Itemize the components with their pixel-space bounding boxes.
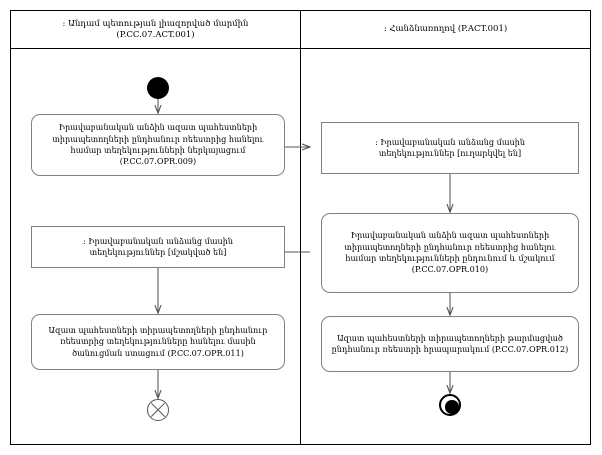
node-text-line: ռեեստրից տեղեկությունները հանելու մասին <box>60 336 256 347</box>
node-text-line: համար տեղեկությունների ներկայացում <box>70 145 246 155</box>
swimlane-left-title-line1: : Անդամ պետության լիազորված մարմին <box>62 18 249 29</box>
node-text-line: : Իրավաբանական անձանց մասին <box>82 235 234 246</box>
swimlane-right-title-line1: : Հանձնառողով (P.ACT.001) <box>383 24 508 35</box>
node-text-line: ընդհանուր ռեեստրի հրապարակում (P.CC.07.O… <box>331 344 569 354</box>
node-text-line: Իրավաբանական անձին ազատ պահեստների <box>350 230 550 241</box>
node-text-line: Ազատ պահեստների տիրապետողների ընդհանուր <box>48 324 268 335</box>
activity-final-node[interactable] <box>439 394 461 416</box>
initial-node[interactable] <box>147 77 169 99</box>
object-node-left-info-processed[interactable]: : Իրավաբանական անձանց մասին տեղեկություն… <box>31 226 285 268</box>
node-text-line: տեղեկություններ [ուղարկվել են] <box>378 148 522 158</box>
action-node-right-publish-registry[interactable]: Ազատ պահեստների տիրապետողների թարմացված … <box>321 316 579 372</box>
node-text-line: տեղեկություններ [մշակված են] <box>89 247 227 257</box>
activity-diagram-canvas: : Անդամ պետության լիազորված մարմին (P.CC… <box>10 10 592 445</box>
node-text-line: (P.CC.07.OPR.009) <box>119 156 197 167</box>
swimlane-right-header: : Հանձնառողով (P.ACT.001) <box>301 11 590 49</box>
node-text-line: ծանուցման ստացում (P.CC.07.OPR.011) <box>72 347 244 358</box>
node-text-line: տիրապետողների ընդհանուր ռեեստրից հանելու <box>344 241 556 252</box>
action-node-left-submit-information[interactable]: Իրավաբանական անձին ազատ պահեստների տիրապ… <box>31 114 285 176</box>
action-node-left-receive-notification[interactable]: Ազատ պահեստների տիրապետողների ընդհանուր … <box>31 314 285 370</box>
node-text-line: համար տեղեկությունների ընդունում և մշակո… <box>345 253 555 263</box>
node-text-line: (P.CC.07.OPR.010) <box>411 264 489 275</box>
node-text-line: : Իրավաբանական անձանց մասին <box>374 136 526 147</box>
node-text-line: տիրապետողների ընդհանուր ռեեստրից հանելու <box>52 133 264 144</box>
object-node-right-info-sent[interactable]: : Իրավաբանական անձանց մասին տեղեկություն… <box>321 122 579 174</box>
swimlane-left-title-line2: (P.CC.07.ACT.001) <box>116 29 195 40</box>
node-text-line: Ազատ պահեստների տիրապետողների թարմացված <box>337 332 563 343</box>
swimlane-left-header: : Անդամ պետության լիազորված մարմին (P.CC… <box>11 11 300 49</box>
flow-final-node[interactable] <box>147 399 169 421</box>
action-node-right-receive-and-process[interactable]: Իրավաբանական անձին ազատ պահեստների տիրապ… <box>321 213 579 293</box>
node-text-line: Իրավաբանական անձին ազատ պահեստների <box>58 122 258 133</box>
